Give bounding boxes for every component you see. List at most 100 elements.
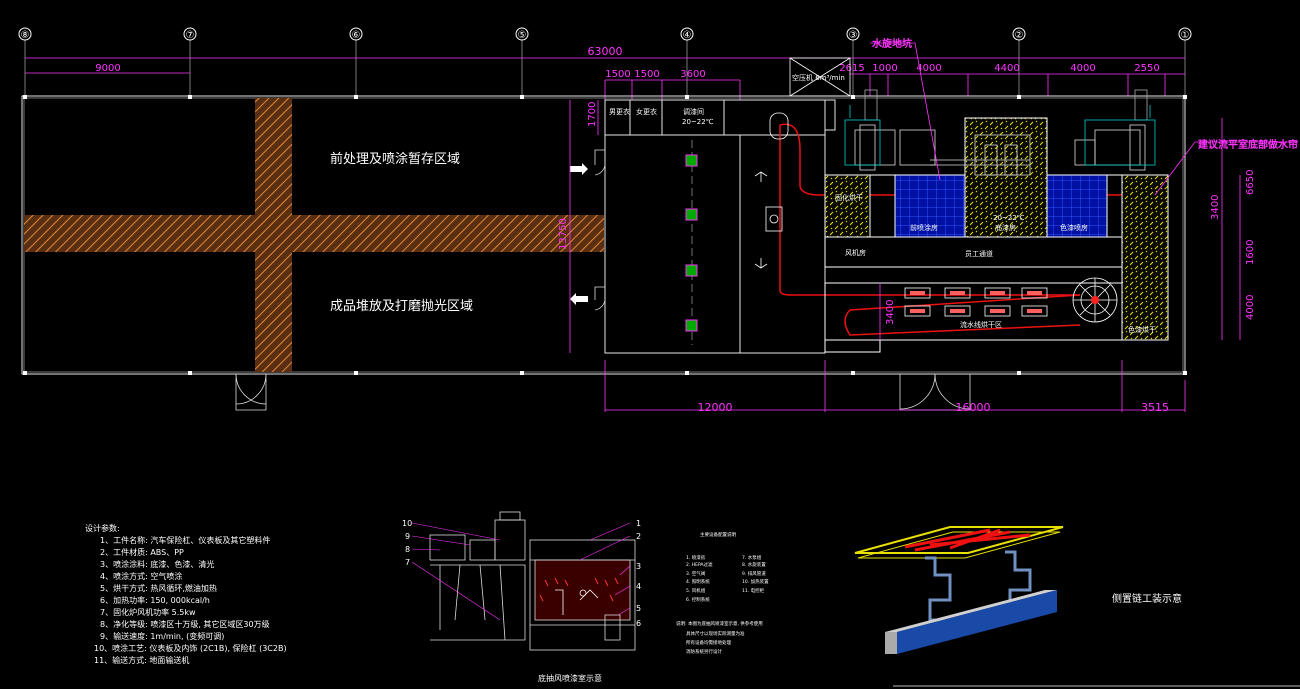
axis-label: ⑧ (21, 30, 30, 41)
zone-label-top: 前处理及喷涂暂存区域 (330, 151, 460, 167)
legend-item: 3. 空气阀 (686, 570, 706, 577)
dim-vertical: 1700 (587, 102, 598, 127)
booth-label: 色漆喷房 (1060, 223, 1088, 232)
recommend-note: 建议流平室底部做水帘 (1197, 138, 1298, 151)
dim-label: 9000 (95, 63, 120, 74)
column-marks (23, 95, 1187, 375)
side-dimensions (569, 100, 1241, 412)
dim-bottom: 3515 (1141, 401, 1169, 414)
legend-item: 2. HEPA过滤 (686, 561, 713, 568)
dim-vertical: 6650 (1245, 170, 1256, 195)
conveyor-devices (754, 112, 789, 269)
params-item: 1、工件名称: 汽车保险杠、仪表板及其它塑料件 (100, 535, 270, 545)
turntable-hub (1091, 296, 1099, 304)
dim-label: 3600 (680, 69, 705, 80)
room-label: 男更衣 (609, 107, 630, 116)
dim-label: 1000 (872, 63, 897, 74)
section-num: 4 (636, 582, 641, 591)
water-curtain-note: 水旋地坑 (871, 37, 912, 50)
params-item: 10、喷涂工艺: 仪表板及内饰 (2C1B), 保险杠 (3C2B) (94, 643, 287, 653)
section-num: 9 (405, 532, 410, 541)
doors (235, 149, 971, 411)
axis-label: ① (1181, 30, 1190, 41)
legend-note: 消防系统另行设计 (686, 648, 722, 655)
dim-label: 4000 (1070, 63, 1095, 74)
design-params: 设计参数: 1、工件名称: 汽车保险杠、仪表板及其它塑料件 2、工件材质: AB… (85, 523, 287, 665)
dim-label: 1500 (605, 69, 630, 80)
flow-arrows (570, 163, 588, 305)
zone-label-bottom: 成品堆放及打磨抛光区域 (330, 299, 473, 314)
dim-label: 2615 (839, 63, 864, 74)
booth-label: 前喷涂房 (910, 223, 938, 232)
room-temp: 20~22℃ (682, 118, 714, 126)
axis-label: ② (1015, 30, 1024, 41)
aisle-hatch (24, 98, 604, 372)
params-item: 7、固化炉风机功率 5.5kw (100, 607, 196, 617)
oven-rack-fill (910, 291, 1042, 313)
fan-room-label: 风机房 (845, 248, 866, 257)
axis-label: ⑥ (352, 30, 361, 41)
top-dimensions (25, 57, 1185, 100)
section-num: 1 (636, 519, 641, 528)
legend-item: 9. 排风管道 (742, 570, 766, 577)
piping (844, 105, 1156, 166)
dim-bottom: 12000 (698, 401, 733, 414)
params-item: 8、净化等级: 喷漆区十万级, 其它区域区30万级 (100, 619, 270, 629)
exit-label: 色漆烘干 (1128, 325, 1156, 334)
section-num: 5 (636, 604, 641, 613)
legend-item: 7. 水泵组 (742, 554, 762, 561)
params-item: 5、烘干方式: 热风循环,燃油加热 (100, 583, 217, 593)
dim-label: 2550 (1134, 63, 1159, 74)
params-item: 3、喷涂涂料: 底漆、色漆、清光 (100, 559, 214, 569)
conveyor-caption: 侧置链工装示意 (1112, 592, 1182, 605)
axis-grid: ⑧ ⑦ ⑥ ⑤ ④ ③ ② ① (18, 27, 1192, 98)
legend-note: 说明: 本图为底抽风喷漆室示意, 供参考使用 (676, 620, 763, 627)
legend-title: 主要设备配置说明 (700, 531, 736, 538)
oven-label: 流水线烘干区 (960, 320, 1002, 329)
conveyor-loop (779, 123, 1140, 336)
booth-temp: 20~22℃ (993, 214, 1025, 222)
section-num: 2 (636, 532, 641, 541)
dim-vertical: 4000 (1245, 295, 1256, 320)
conveyor-iso (854, 526, 1064, 654)
section-caption: 底抽风喷漆室示意 (538, 673, 602, 683)
legend-note: 所有设备均需接地处理 (686, 639, 731, 646)
legend-item: 6. 控制系统 (686, 596, 710, 603)
section-leaders (411, 522, 631, 621)
dim-label: 4000 (916, 63, 941, 74)
axis-label: ⑦ (186, 30, 195, 41)
dim-total: 63000 (588, 45, 623, 58)
params-title: 设计参数: (85, 523, 120, 533)
legend-item: 10. 加热装置 (742, 578, 769, 585)
axis-label: ③ (849, 30, 858, 41)
room-label: 女更衣 (636, 107, 657, 116)
legend-item: 11. 电控柜 (742, 587, 765, 594)
oven-racks (904, 287, 1048, 317)
legend-item: 5. 风机组 (686, 587, 706, 594)
leader-line (1154, 141, 1298, 196)
legend-item: 4. 照明系统 (686, 578, 710, 585)
section-num: 3 (636, 562, 641, 571)
booth-label: 底漆房 (995, 223, 1016, 232)
air-unit-label: 空压机 6m³/min (792, 73, 845, 82)
cure-label: 固化烘干 (835, 193, 863, 202)
section-spray (539, 577, 619, 602)
booth-area (824, 117, 1169, 353)
dim-vertical: 13750 (558, 218, 569, 250)
section-num: 10 (402, 519, 412, 528)
booth-section (429, 511, 636, 651)
legend-item: 1. 喷漆房 (686, 554, 706, 561)
dim-label: 1500 (634, 69, 659, 80)
legend-item: 8. 水旋装置 (742, 561, 766, 568)
dim-vertical: 3400 (1210, 195, 1221, 220)
params-item: 9、输送速度: 1m/min, (变频可调) (100, 631, 224, 641)
dim-bottom: 16000 (956, 401, 991, 414)
dim-vertical: 1600 (1245, 240, 1256, 265)
section-num: 6 (636, 619, 641, 628)
dim-label: 4400 (994, 63, 1019, 74)
aisle-label: 员工通道 (965, 249, 993, 258)
params-item: 11、输送方式: 地面输送机 (94, 655, 189, 665)
params-item: 6、加热功率: 150, 000kcal/h (100, 595, 210, 605)
section-num: 7 (405, 558, 410, 567)
